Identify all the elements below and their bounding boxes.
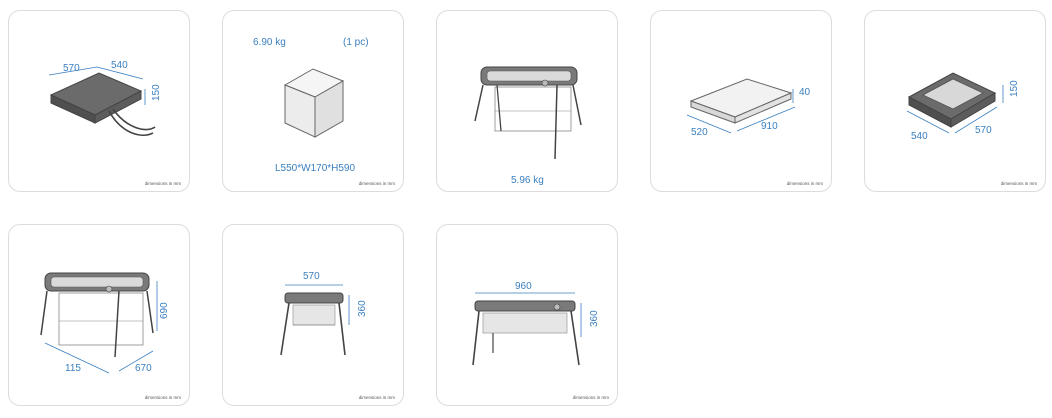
cot-dimensions-icon: 690 115 670 xyxy=(40,272,170,374)
dim-height: 150 xyxy=(1009,80,1020,97)
dim-length: 115 xyxy=(65,363,81,374)
shipping-box-icon: 6.90 kg (1 pc) L550*W170*H590 xyxy=(253,37,369,174)
cot-weight: 5.96 kg xyxy=(511,175,544,186)
dim-length: 570 xyxy=(63,63,80,74)
dim-thickness: 40 xyxy=(799,87,811,98)
footer-note: dimensions in mm xyxy=(144,181,181,186)
cot-front-icon: 960 360 xyxy=(472,281,600,366)
package-weight: 6.90 kg xyxy=(253,37,286,48)
mattress-icon: 40 520 910 xyxy=(686,78,811,138)
package-count: (1 pc) xyxy=(343,37,369,48)
dim-length: 570 xyxy=(975,125,992,136)
footer-note: dimensions in mm xyxy=(572,395,609,400)
card-shipping-box: 6.90 kg (1 pc) L550*W170*H590 dimensions… xyxy=(222,10,404,192)
footer-note: dimensions in mm xyxy=(1000,181,1037,186)
footer-note: dimensions in mm xyxy=(358,181,395,186)
card-cot-dimensions: 690 115 670 dimensions in mm xyxy=(8,224,190,406)
card-folded-cot: 150 540 570 dimensions in mm xyxy=(864,10,1046,192)
footer-note: dimensions in mm xyxy=(144,395,181,400)
dim-height: 690 xyxy=(159,302,170,319)
folded-bag-icon: 570 540 150 xyxy=(48,60,162,136)
dim-width: 670 xyxy=(135,363,152,374)
card-folded-bag: 570 540 150 dimensions in mm xyxy=(8,10,190,192)
card-cot-front: 960 360 dimensions in mm xyxy=(436,224,618,406)
dim-height: 150 xyxy=(151,84,162,101)
dim-width: 960 xyxy=(515,281,532,292)
dim-width: 540 xyxy=(911,131,928,142)
footer-note: dimensions in mm xyxy=(358,395,395,400)
card-mattress: 40 520 910 dimensions in mm xyxy=(650,10,832,192)
dim-width: 540 xyxy=(111,60,128,71)
folded-cot-icon: 150 540 570 xyxy=(906,72,1020,142)
dim-height: 360 xyxy=(589,310,600,327)
box-size: L550*W170*H590 xyxy=(275,163,355,174)
footer-note: dimensions in mm xyxy=(786,181,823,186)
card-cot-side: 570 360 dimensions in mm xyxy=(222,224,404,406)
dim-length: 910 xyxy=(761,121,778,132)
dim-height: 360 xyxy=(357,300,368,317)
dim-width: 570 xyxy=(303,271,320,282)
travel-cot-icon: 5.96 kg xyxy=(474,66,582,186)
cot-side-icon: 570 360 xyxy=(280,271,368,356)
dim-width: 520 xyxy=(691,127,708,138)
card-travel-cot: 5.96 kg xyxy=(436,10,618,192)
